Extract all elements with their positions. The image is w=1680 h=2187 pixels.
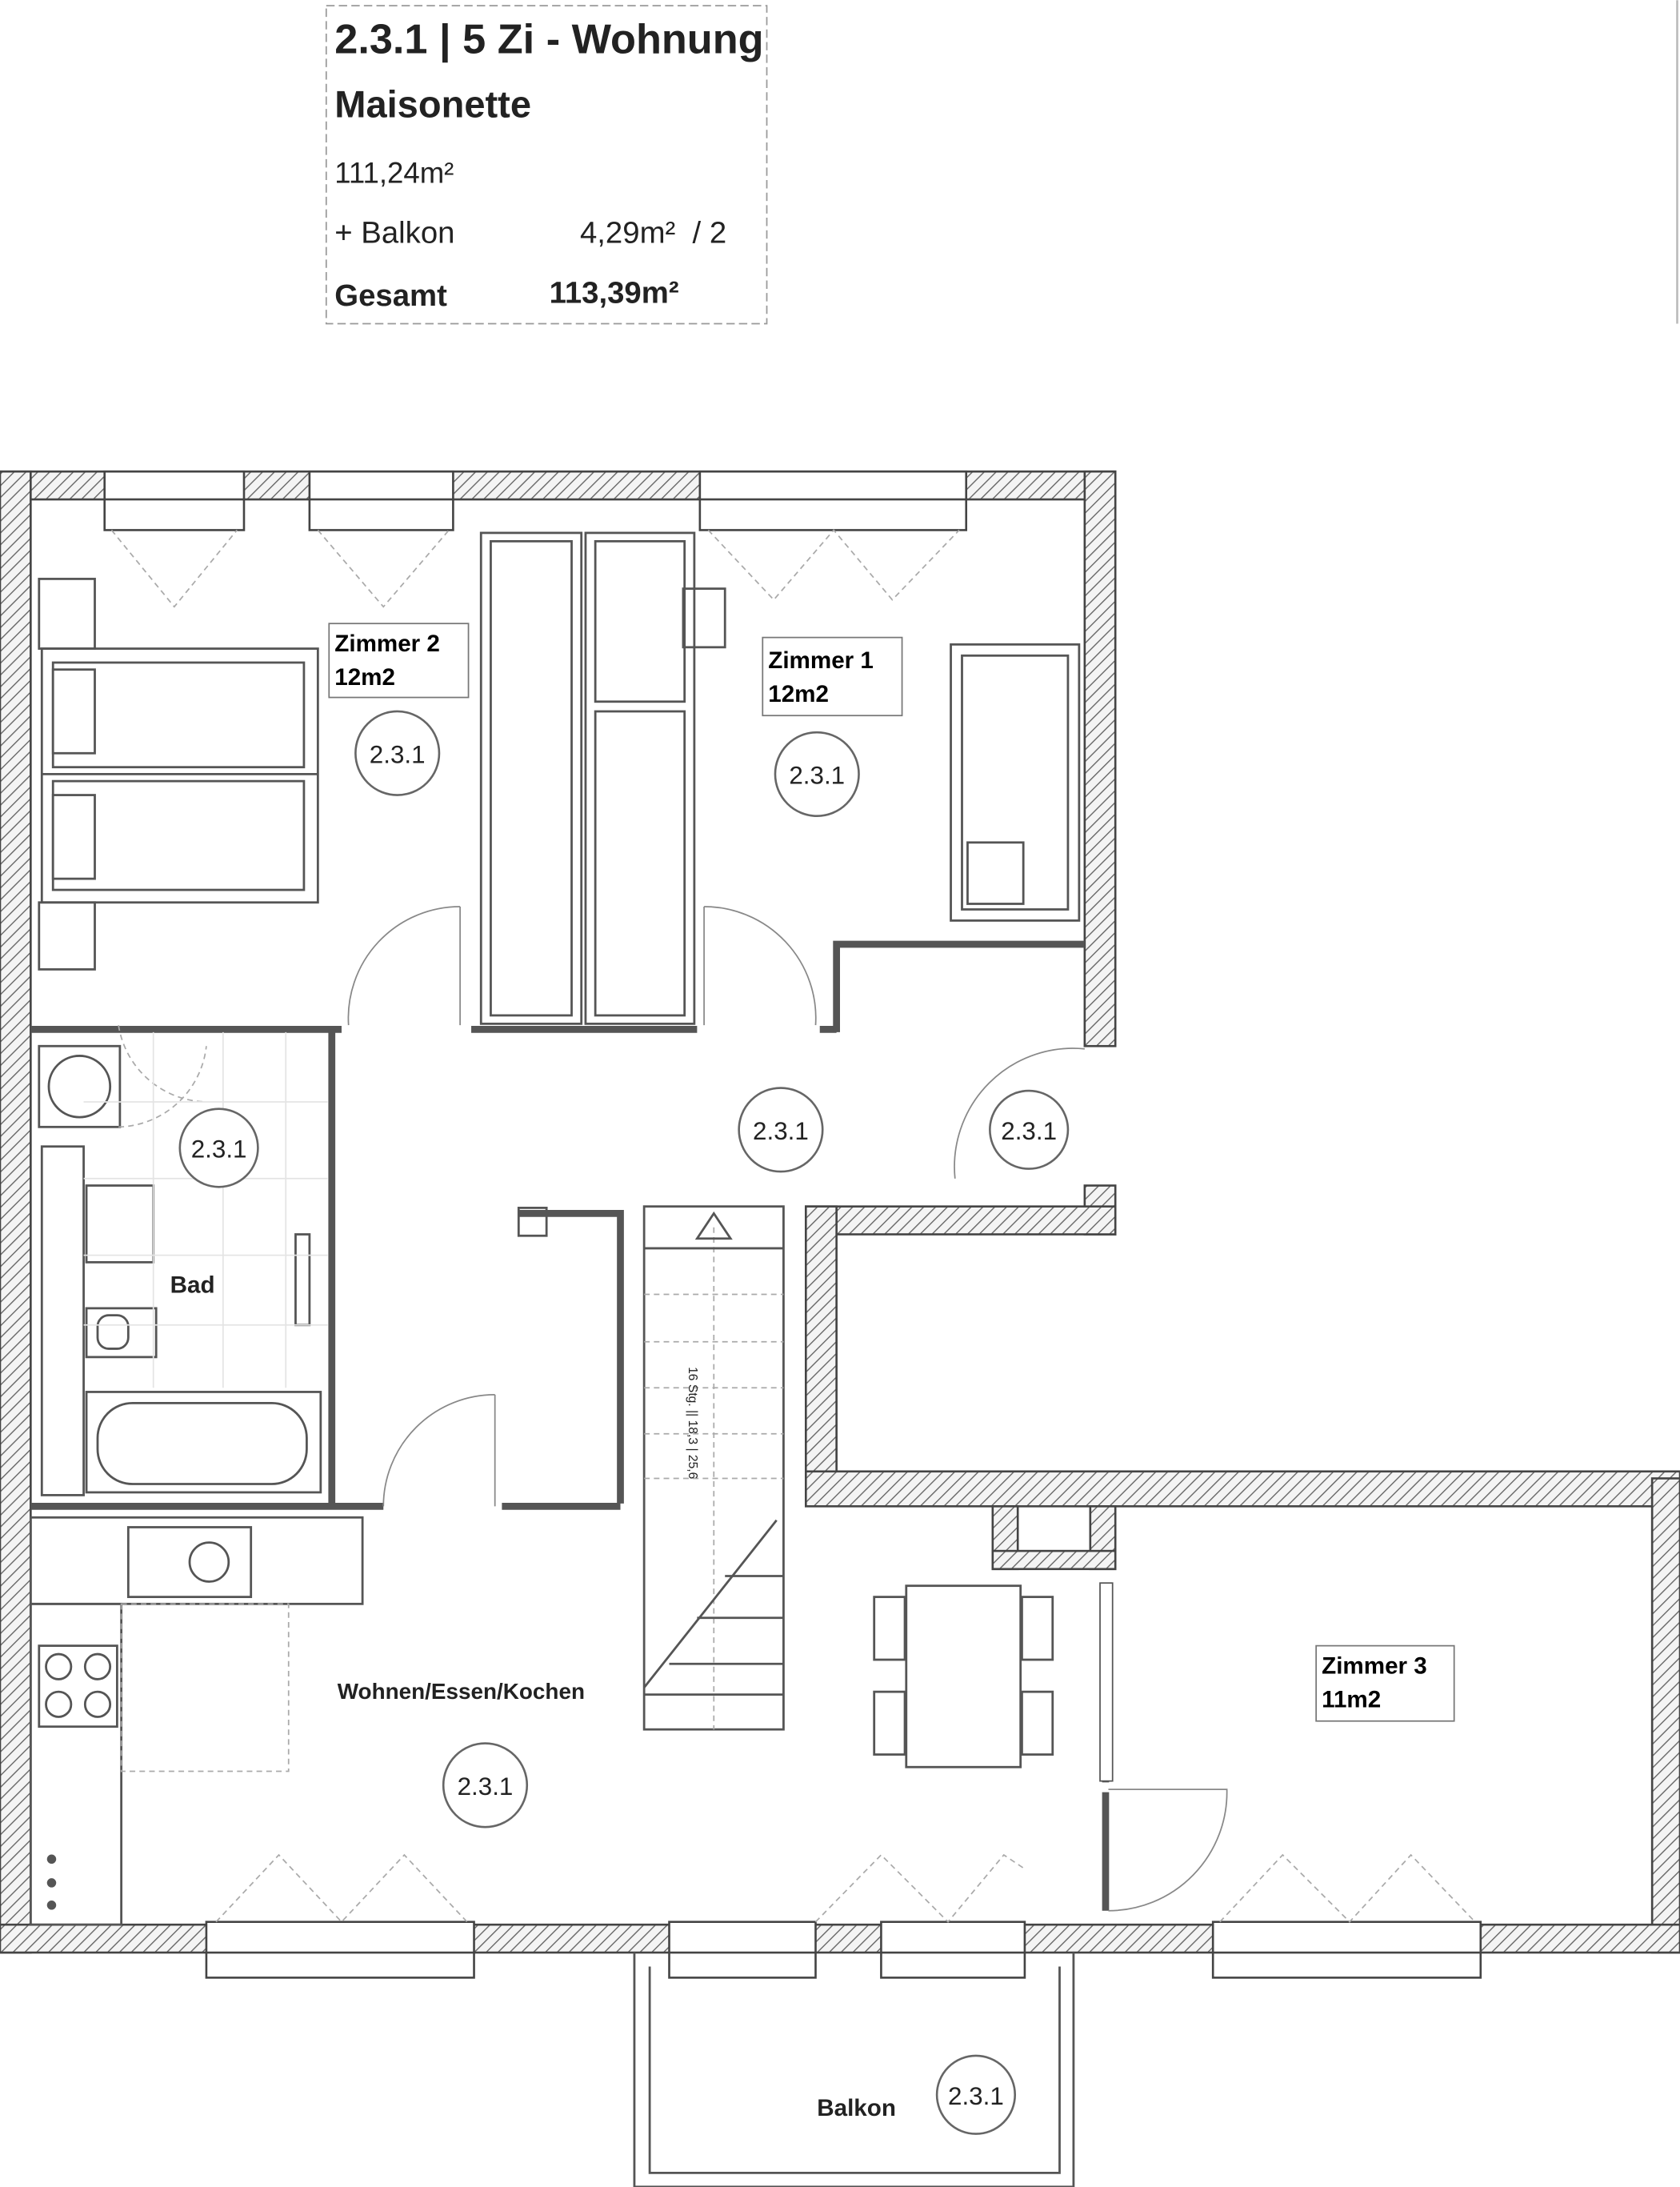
unit-tag-text: 2.3.1 [948, 2082, 1004, 2110]
dining-table [873, 1584, 1054, 1768]
room-name-wohnen: Wohnen/Essen/Kochen [338, 1679, 585, 1704]
living-area: 111,24m² [334, 156, 454, 189]
unit-tag: 2.3.1 [738, 1087, 824, 1173]
double-bed [38, 578, 319, 971]
wardrobes [479, 531, 726, 1025]
balcony [633, 1953, 1075, 2187]
bathroom-fixtures [38, 1044, 322, 1496]
window-swing-lines [110, 529, 1476, 1923]
stairs-label: 16 Stg. || 18,3 | 25,6 [686, 1367, 699, 1480]
single-bed [950, 643, 1081, 922]
apartment-type: Maisonette [334, 83, 531, 126]
unit-tag-text: 2.3.1 [458, 1772, 514, 1800]
unit-tag: 2.3.1 [774, 731, 860, 818]
staircase [517, 1205, 785, 1731]
room-name-balkon: Balkon [817, 2095, 896, 2121]
unit-tag-text: 2.3.1 [370, 740, 426, 768]
windows [103, 470, 1482, 1979]
balcony-label: + Balkon [334, 215, 454, 250]
unit-tag: 2.3.1 [178, 1108, 259, 1188]
apartment-title: 2.3.1 | 5 Zi - Wohnung [334, 16, 763, 62]
doors [118, 906, 1228, 1912]
unit-tag: 2.3.1 [935, 2054, 1017, 2135]
room-name: Zimmer 2 [334, 631, 440, 657]
unit-tag: 2.3.1 [989, 1089, 1070, 1170]
partitions [30, 940, 1110, 1911]
unit-tag-text: 2.3.1 [191, 1136, 247, 1164]
room-name: Zimmer 3 [1322, 1652, 1427, 1679]
unit-tag-text: 2.3.1 [753, 1117, 809, 1145]
room-size: 12m2 [334, 664, 395, 691]
room-size: 11m2 [1322, 1686, 1381, 1712]
kitchen [29, 1516, 364, 1926]
unit-tag-text: 2.3.1 [1001, 1117, 1057, 1145]
room-name-bad: Bad [170, 1272, 215, 1299]
unit-tag-text: 2.3.1 [789, 762, 845, 790]
room-size: 12m2 [768, 681, 829, 707]
unit-tag: 2.3.1 [442, 1742, 529, 1829]
label-zimmer-2: Zimmer 2 12m2 [328, 623, 470, 699]
total-area: 113,39m² [550, 275, 679, 310]
label-zimmer-1: Zimmer 1 12m2 [762, 636, 903, 717]
total-label: Gesamt [334, 278, 447, 313]
room-name: Zimmer 1 [768, 647, 874, 674]
apartment-info-box: 2.3.1 | 5 Zi - Wohnung Maisonette 111,24… [325, 5, 768, 325]
balcony-area: 4,29m² / 2 [580, 215, 726, 250]
bath-tiles [83, 1031, 328, 1388]
unit-tag: 2.3.1 [354, 710, 441, 796]
label-zimmer-3: Zimmer 3 11m2 [1315, 1644, 1455, 1722]
